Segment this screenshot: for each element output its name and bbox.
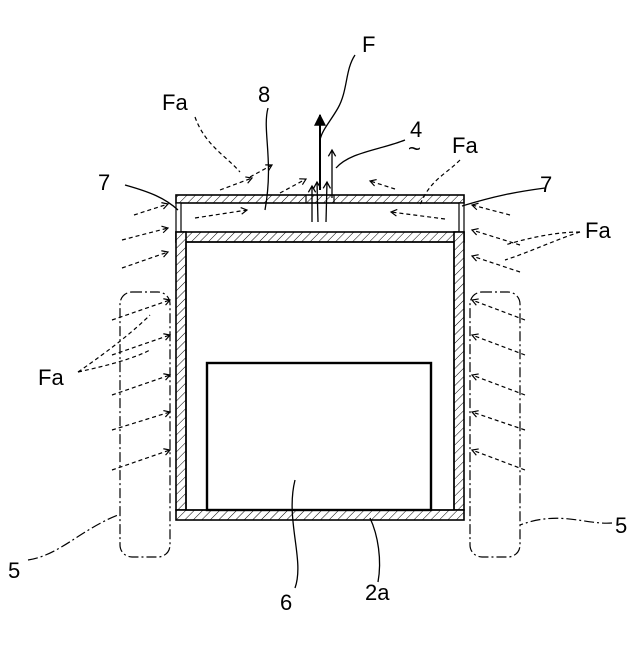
- label-8: 8: [258, 82, 270, 107]
- right-wheel: [470, 292, 520, 557]
- label-5-right: 5: [615, 513, 627, 538]
- label-Fa-top-left: Fa: [162, 90, 188, 115]
- label-7-left: 7: [98, 170, 110, 195]
- battery-box-6: [207, 363, 431, 510]
- label-7-right: 7: [540, 172, 552, 197]
- label-4-tilde: ~: [408, 136, 421, 161]
- left-wheel: [120, 292, 170, 557]
- label-6: 6: [280, 590, 292, 615]
- vehicle-body-2a: [176, 195, 464, 520]
- label-Fa-top-right: Fa: [452, 133, 478, 158]
- label-5-left: 5: [8, 558, 20, 583]
- label-F: F: [362, 32, 375, 57]
- label-2a: 2a: [365, 580, 390, 605]
- airflow-arrows-right: [472, 205, 525, 470]
- label-Fa-right: Fa: [585, 218, 611, 243]
- vent-flow-lines: [312, 150, 332, 222]
- airflow-arrows-left: [112, 204, 170, 470]
- label-Fa-left: Fa: [38, 365, 64, 390]
